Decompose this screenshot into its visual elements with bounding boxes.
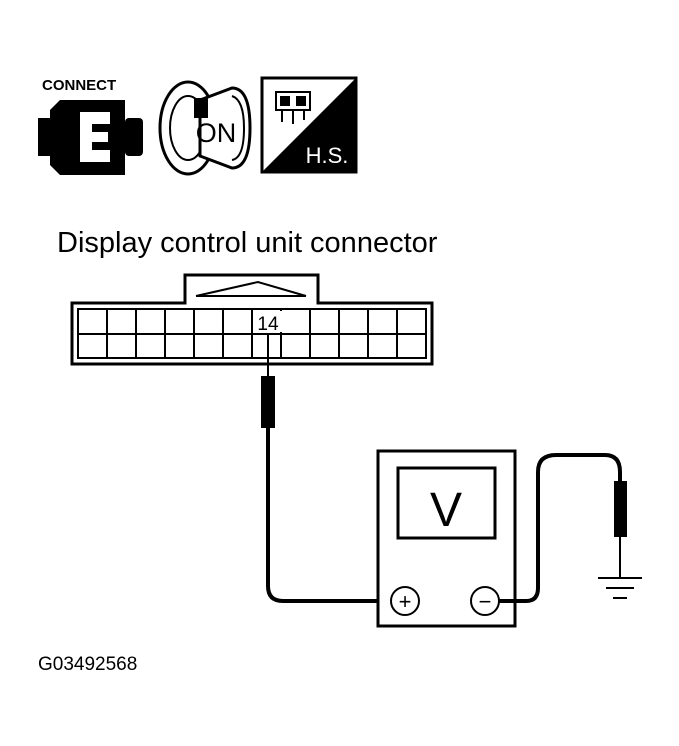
- positive-probe-handle: [261, 376, 275, 428]
- negative-lead-wire: [499, 453, 622, 603]
- voltmeter-unit-label: V: [430, 484, 462, 537]
- voltmeter: V + −: [376, 449, 517, 628]
- harness-wires-shape: [281, 110, 305, 124]
- positive-lead-wire: [266, 428, 390, 603]
- connector-tab-shape: [125, 118, 143, 156]
- display-control-unit-connector: 14: [70, 273, 434, 366]
- harness-diagonal-shape: [262, 78, 356, 172]
- connector-latch-shape: [38, 118, 52, 156]
- ignition-label: ON: [196, 118, 237, 148]
- connector-lock-ramp-shape: [195, 280, 307, 297]
- pin-14-label: 14: [257, 314, 279, 335]
- harness-plug-pin-shape: [296, 96, 306, 106]
- negative-terminal-symbol: −: [479, 589, 492, 614]
- negative-probe: [499, 453, 627, 603]
- ground-symbol: [598, 577, 642, 599]
- pin-label-background: [256, 311, 282, 332]
- harness-plug-pin-shape: [280, 96, 290, 106]
- figure-id: G03492568: [38, 654, 137, 675]
- positive-probe: [261, 334, 390, 603]
- negative-probe-handle: [614, 481, 627, 537]
- connect-label: CONNECT: [42, 77, 116, 94]
- connector-cutout-shape: [80, 112, 110, 162]
- harness-side-icon: H.S.: [260, 76, 358, 174]
- diagram-title: Display control unit connector: [57, 227, 438, 259]
- positive-terminal: [390, 586, 420, 616]
- ignition-key-edge-shape: [231, 95, 246, 161]
- ignition-key-notch-shape: [194, 98, 208, 118]
- harness-label: H.S.: [306, 143, 349, 168]
- ignition-key-shape: [198, 86, 252, 170]
- voltmeter-display: [396, 466, 497, 540]
- connect-icon: CONNECT: [38, 77, 143, 175]
- ignition-on-icon: ON: [158, 80, 252, 176]
- positive-terminal-symbol: +: [399, 589, 412, 614]
- connector-pin-columns: [106, 309, 398, 358]
